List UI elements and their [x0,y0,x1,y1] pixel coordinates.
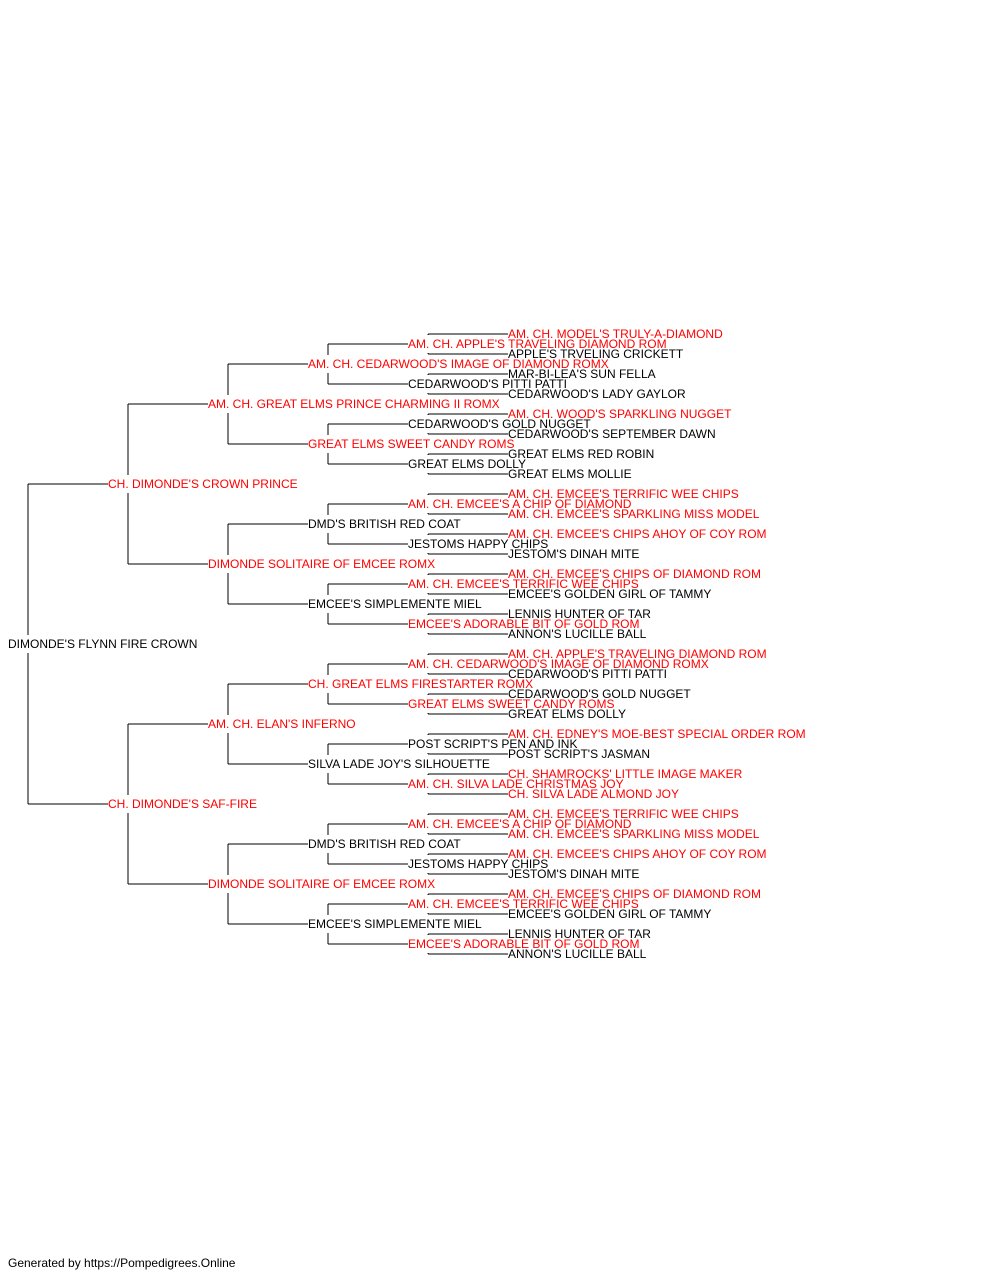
pedigree-name: EMCEE'S ADORABLE BIT OF GOLD ROM [408,617,639,631]
pedigree-name: AM. CH. APPLE'S TRAVELING DIAMOND ROM [508,647,767,661]
pedigree-name: DMD'S BRITISH RED COAT [308,837,461,851]
pedigree-name: CH. DIMONDE'S SAF-FIRE [108,797,257,811]
pedigree-name: AM. CH. WOOD'S SPARKLING NUGGET [508,407,732,421]
pedigree-name: JESTOM'S DINAH MITE [508,867,639,881]
pedigree-name: EMCEE'S ADORABLE BIT OF GOLD ROM [408,937,639,951]
pedigree-name: CH. SHAMROCKS' LITTLE IMAGE MAKER [508,767,743,781]
pedigree-name: GREAT ELMS RED ROBIN [508,447,654,461]
pedigree-name: APPLE'S TRVELING CRICKETT [508,347,684,361]
pedigree-name: POST SCRIPT'S PEN AND INK [408,737,577,751]
pedigree-name: CEDARWOOD'S GOLD NUGGET [508,687,691,701]
pedigree-name: EMCEE'S GOLDEN GIRL OF TAMMY [508,907,711,921]
pedigree-name: JESTOMS HAPPY CHIPS [408,537,548,551]
footer-credit: Generated by https://Pompedigrees.Online [8,1256,236,1270]
pedigree-name: DIMONDE SOLITAIRE OF EMCEE ROMX [208,557,435,571]
pedigree-name: AM. CH. MODEL'S TRULY-A-DIAMOND [508,327,723,341]
pedigree-name: AM. CH. EMCEE'S A CHIP OF DIAMOND [408,497,632,511]
pedigree-name: ANNON'S LUCILLE BALL [508,947,647,961]
pedigree-name: ANNON'S LUCILLE BALL [508,627,647,641]
pedigree-name: AM. CH. EDNEY'S MOE-BEST SPECIAL ORDER R… [508,727,806,741]
pedigree-name: EMCEE'S GOLDEN GIRL OF TAMMY [508,587,711,601]
pedigree-name: AM. CH. ELAN'S INFERNO [208,717,356,731]
pedigree-name: AM. CH. EMCEE'S TERRIFIC WEE CHIPS [508,487,739,501]
pedigree-name: AM. CH. EMCEE'S TERRIFIC WEE CHIPS [408,577,639,591]
pedigree-name: GREAT ELMS SWEET CANDY ROMS [308,437,514,451]
pedigree-name: AM. CH. GREAT ELMS PRINCE CHARMING II RO… [208,397,500,411]
pedigree-name: MAR-BI-LEA'S SUN FELLA [508,367,656,381]
pedigree-name: GREAT ELMS DOLLY [408,457,526,471]
pedigree-name: SILVA LADE JOY'S SILHOUETTE [308,757,490,771]
pedigree-name: GREAT ELMS DOLLY [508,707,626,721]
pedigree-name: AM. CH. EMCEE'S CHIPS OF DIAMOND ROM [508,567,761,581]
pedigree-name: CEDARWOOD'S LADY GAYLOR [508,387,686,401]
pedigree-name: CEDARWOOD'S PITTI PATTI [508,667,667,681]
pedigree-name: AM. CH. CEDARWOOD'S IMAGE OF DIAMOND ROM… [308,357,609,371]
pedigree-name: CEDARWOOD'S GOLD NUGGET [408,417,591,431]
pedigree-name: AM. CH. EMCEE'S CHIPS AHOY OF COY ROM [508,527,767,541]
pedigree-name: EMCEE'S SIMPLEMENTE MIEL [308,917,482,931]
pedigree-name: CH. SILVA LADE ALMOND JOY [508,787,679,801]
pedigree-name: LENNIS HUNTER OF TAR [508,607,651,621]
pedigree-name: AM. CH. CEDARWOOD'S IMAGE OF DIAMOND ROM… [408,657,709,671]
pedigree-name: LENNIS HUNTER OF TAR [508,927,651,941]
pedigree-name: AM. CH. EMCEE'S SPARKLING MISS MODEL [508,827,760,841]
pedigree-name: DIMONDE SOLITAIRE OF EMCEE ROMX [208,877,435,891]
pedigree-name: CH. GREAT ELMS FIRESTARTER ROMX [308,677,533,691]
pedigree-name: GREAT ELMS SWEET CANDY ROMS [408,697,614,711]
pedigree-name: AM. CH. APPLE'S TRAVELING DIAMOND ROM [408,337,667,351]
pedigree-name: AM. CH. EMCEE'S TERRIFIC WEE CHIPS [508,807,739,821]
pedigree-name: AM. CH. EMCEE'S CHIPS AHOY OF COY ROM [508,847,767,861]
pedigree-name: POST SCRIPT'S JASMAN [508,747,650,761]
pedigree-name: CEDARWOOD'S SEPTEMBER DAWN [508,427,716,441]
pedigree-name: JESTOMS HAPPY CHIPS [408,857,548,871]
pedigree-tree: DIMONDE'S FLYNN FIRE CROWN CH. DIMONDE'S … [8,327,806,961]
pedigree-name: JESTOM'S DINAH MITE [508,547,639,561]
pedigree-name: EMCEE'S SIMPLEMENTE MIEL [308,597,482,611]
pedigree-name: CH. DIMONDE'S CROWN PRINCE [108,477,298,491]
pedigree-name: AM. CH. EMCEE'S SPARKLING MISS MODEL [508,507,760,521]
pedigree-name: DMD'S BRITISH RED COAT [308,517,461,531]
pedigree-name: AM. CH. SILVA LADE CHRISTMAS JOY [408,777,624,791]
pedigree-name: CEDARWOOD'S PITTI PATTI [408,377,567,391]
pedigree-name: AM. CH. EMCEE'S TERRIFIC WEE CHIPS [408,897,639,911]
pedigree-name: DIMONDE'S FLYNN FIRE CROWN [8,637,197,651]
pedigree-name: GREAT ELMS MOLLIE [508,467,632,481]
pedigree-name: AM. CH. EMCEE'S CHIPS OF DIAMOND ROM [508,887,761,901]
pedigree-name: AM. CH. EMCEE'S A CHIP OF DIAMOND [408,817,632,831]
